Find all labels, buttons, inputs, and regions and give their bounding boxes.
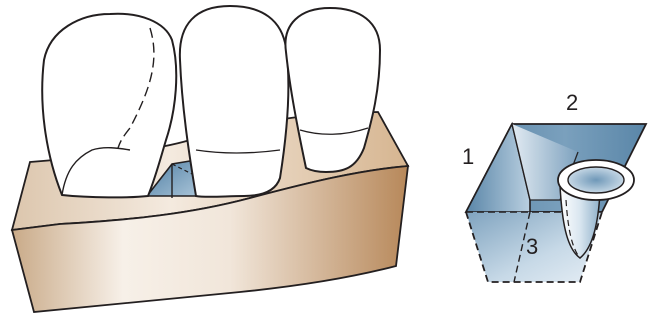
molar-tooth bbox=[42, 14, 176, 198]
label-3: 3 bbox=[526, 234, 538, 259]
label-1: 1 bbox=[462, 144, 474, 169]
label-2: 2 bbox=[566, 90, 578, 115]
premolar-tooth bbox=[180, 6, 289, 197]
implant-post bbox=[558, 160, 634, 258]
implant-block bbox=[466, 124, 646, 282]
